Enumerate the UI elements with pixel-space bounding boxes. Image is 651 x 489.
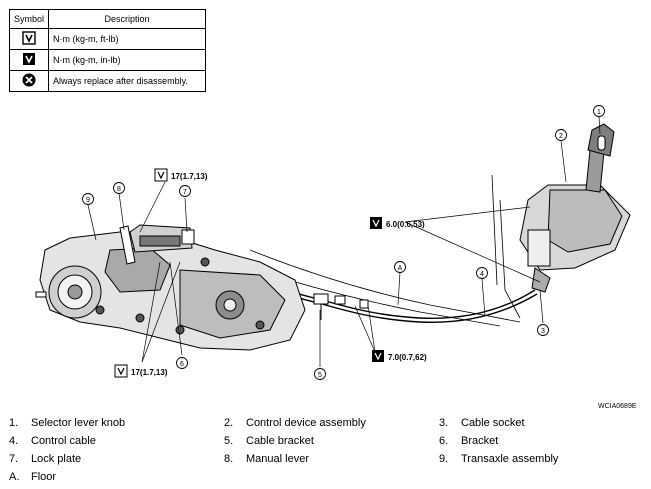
parts-legend: 1.Selector lever knob 2.Control device a… [9, 414, 649, 486]
torque-spec-text: 7.0(0.7,62) [388, 353, 427, 362]
legend-item: 9.Transaxle assembly [439, 453, 559, 465]
callout-1: 1 [593, 105, 605, 117]
leader-lines [87, 115, 601, 367]
callout-label: 9 [86, 197, 90, 204]
callout-6: 6 [176, 357, 188, 369]
figure-code: WCIA0689E [598, 403, 637, 410]
callout-9: 9 [82, 193, 94, 205]
legend-item: 4.Control cable [9, 435, 96, 447]
callout-2: 2 [555, 129, 567, 141]
callout-3: 3 [537, 324, 549, 336]
always-replace-icon [22, 73, 36, 87]
callout-8: 8 [113, 182, 125, 194]
torque-spec-t1: 17(1.7,13) [154, 168, 208, 182]
callout-group: 1 2 3 4 5 6 7 8 9A [82, 105, 605, 380]
torque-spec-t2: 6.0(0.6,53) [370, 217, 425, 229]
callout-label: 8 [117, 186, 121, 193]
legend-item: 1.Selector lever knob [9, 417, 126, 429]
symbol-description: N·m (kg-m, in-lb) [48, 49, 206, 71]
torque-spec-text: 6.0(0.6,53) [386, 220, 425, 229]
callout-label: 3 [541, 328, 545, 335]
legend-item: A.Floor [9, 471, 57, 483]
cable-bracket [313, 293, 369, 320]
legend-item: 7.Lock plate [9, 453, 82, 465]
callout-label: A [398, 265, 403, 272]
callout-label: 7 [183, 189, 187, 196]
torque-wrench-small-icon [23, 53, 35, 65]
callout-7: 7 [179, 185, 191, 197]
callout-a: A [394, 261, 406, 273]
torque-spec-t3: 17(1.7,13) [114, 364, 168, 378]
symbol-description: Always replace after disassembly. [48, 70, 206, 92]
symbol-table: Symbol Description N·m (kg-m, ft-lb) N·m… [8, 9, 206, 92]
legend-item: 3.Cable socket [439, 417, 525, 429]
legend-item: 5.Cable bracket [224, 435, 314, 447]
symbol-row: N·m (kg-m, in-lb) [8, 49, 206, 71]
description-header: Description [48, 9, 206, 29]
symbol-row: N·m (kg-m, ft-lb) [8, 28, 206, 50]
control-device-assembly [519, 123, 631, 293]
torque-spec-text: 17(1.7,13) [131, 368, 168, 377]
transaxle-assembly [35, 224, 306, 351]
legend-item: 6.Bracket [439, 435, 499, 447]
callout-label: 2 [559, 133, 563, 140]
torque-spec-t4: 7.0(0.7,62) [372, 350, 427, 362]
torque-wrench-icon [22, 31, 36, 45]
callout-5: 5 [314, 368, 326, 380]
legend-item: 2.Control device assembly [224, 417, 366, 429]
callout-label: 4 [480, 271, 484, 278]
callout-label: 5 [318, 372, 322, 379]
manual-lever [119, 225, 195, 265]
symbol-row: Always replace after disassembly. [8, 70, 206, 92]
torque-spec-text: 17(1.7,13) [171, 172, 208, 181]
callout-label: 6 [180, 361, 184, 368]
legend-item: 8.Manual lever [224, 453, 309, 465]
symbol-description: N·m (kg-m, ft-lb) [48, 28, 206, 50]
callout-label: 1 [597, 109, 601, 116]
symbol-header: Symbol [8, 9, 50, 29]
callout-4: 4 [476, 267, 488, 279]
